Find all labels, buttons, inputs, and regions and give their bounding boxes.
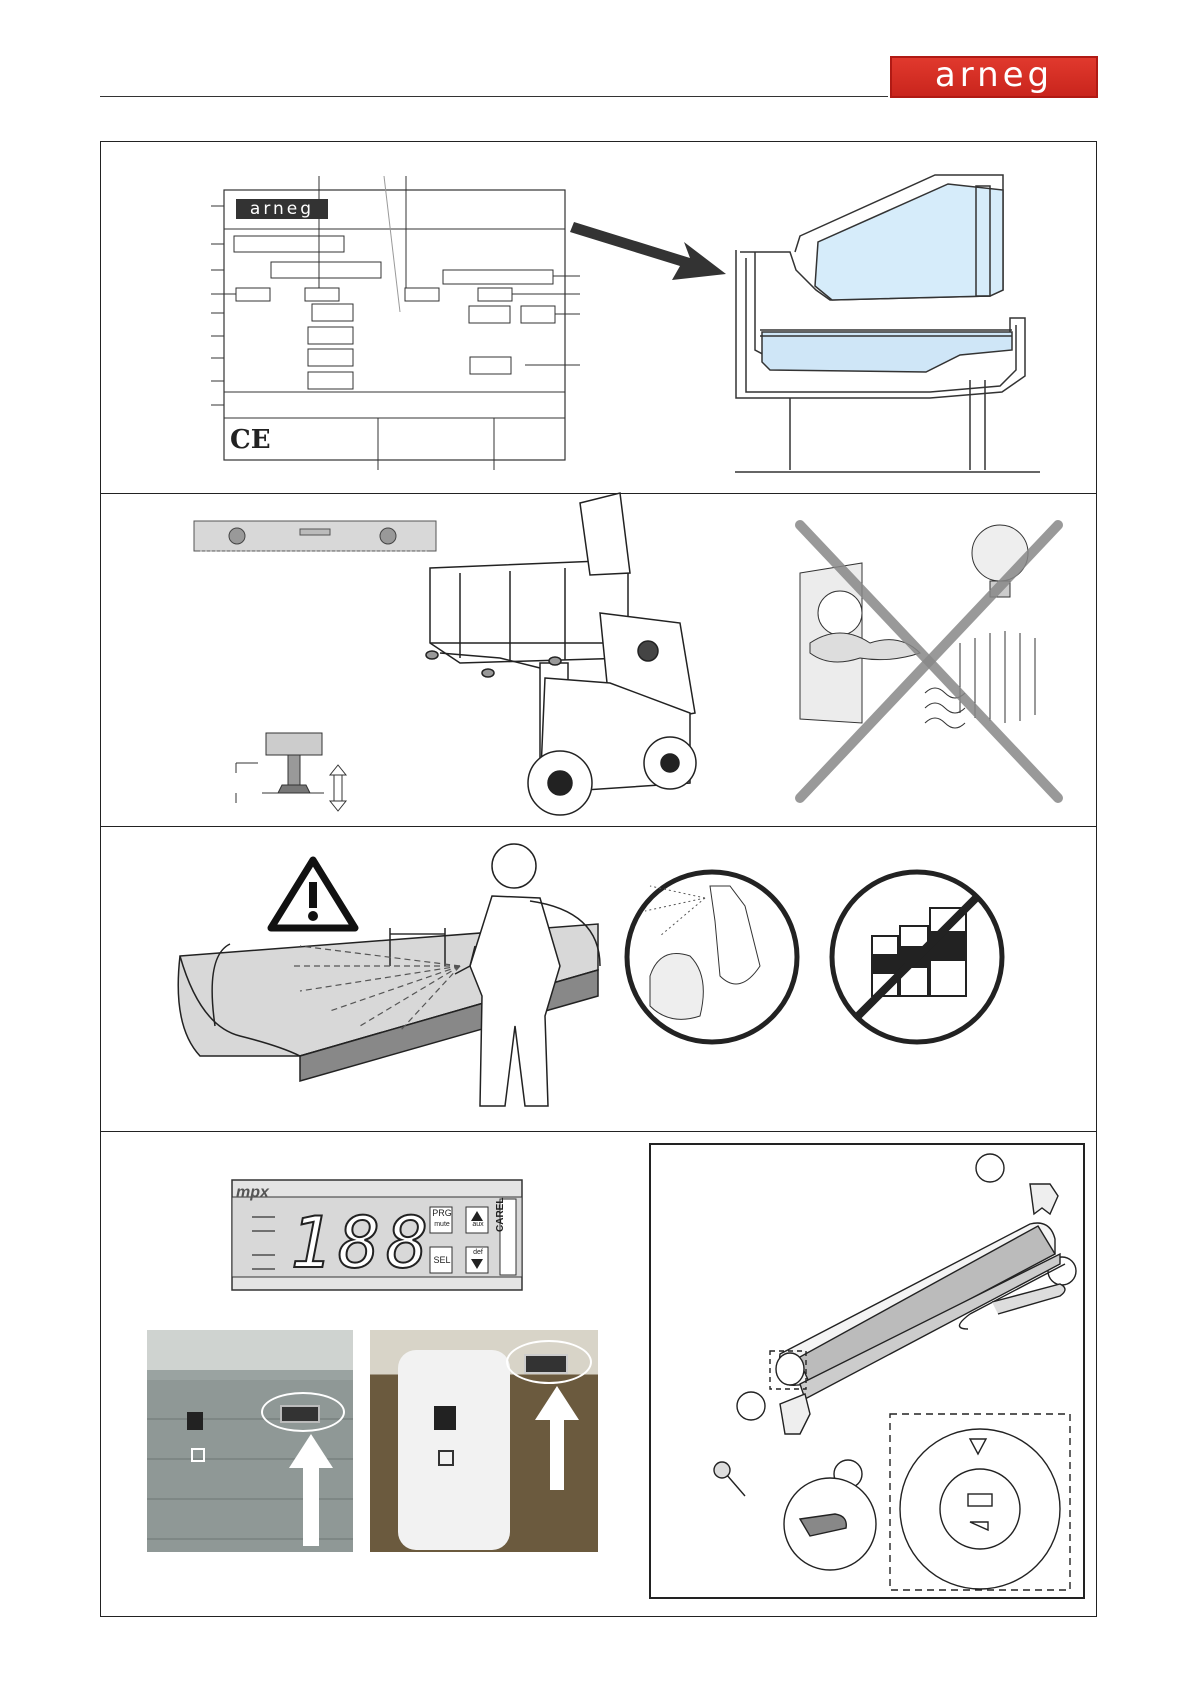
no-heat-sources-icon <box>800 525 1058 798</box>
up-arrow-icon <box>535 1386 579 1420</box>
photo-counter-base-2 <box>370 1330 598 1552</box>
controller-brand: mpx <box>236 1184 269 1202</box>
cleaning-illustrations <box>0 826 1191 1136</box>
aux-label: aux <box>468 1221 488 1228</box>
def-label: def <box>468 1249 488 1256</box>
sel-button[interactable]: SEL <box>432 1255 452 1265</box>
data-plate-logo: arneg <box>236 199 328 219</box>
spirit-level-icon <box>194 521 436 551</box>
roller-blind-diagram <box>650 1144 1090 1604</box>
mute-label: mute <box>432 1221 452 1228</box>
controller-display: 188 <box>290 1208 434 1278</box>
installation-illustrations <box>0 493 1191 833</box>
spray-bottle-icon <box>627 872 797 1042</box>
chemical-bottles-icon <box>832 872 1002 1042</box>
carel-brand: CAREL <box>495 1172 506 1232</box>
arrow-icon <box>570 222 726 280</box>
data-plate-lines <box>0 0 1191 500</box>
warning-icon <box>271 860 355 928</box>
photo-counter-base-1 <box>147 1330 353 1552</box>
adjustable-foot-icon <box>236 733 346 811</box>
prg-button[interactable]: PRG <box>432 1208 452 1218</box>
ce-mark-icon: CE <box>230 425 271 455</box>
up-arrow-icon <box>289 1434 333 1468</box>
forklift-icon <box>426 493 696 815</box>
